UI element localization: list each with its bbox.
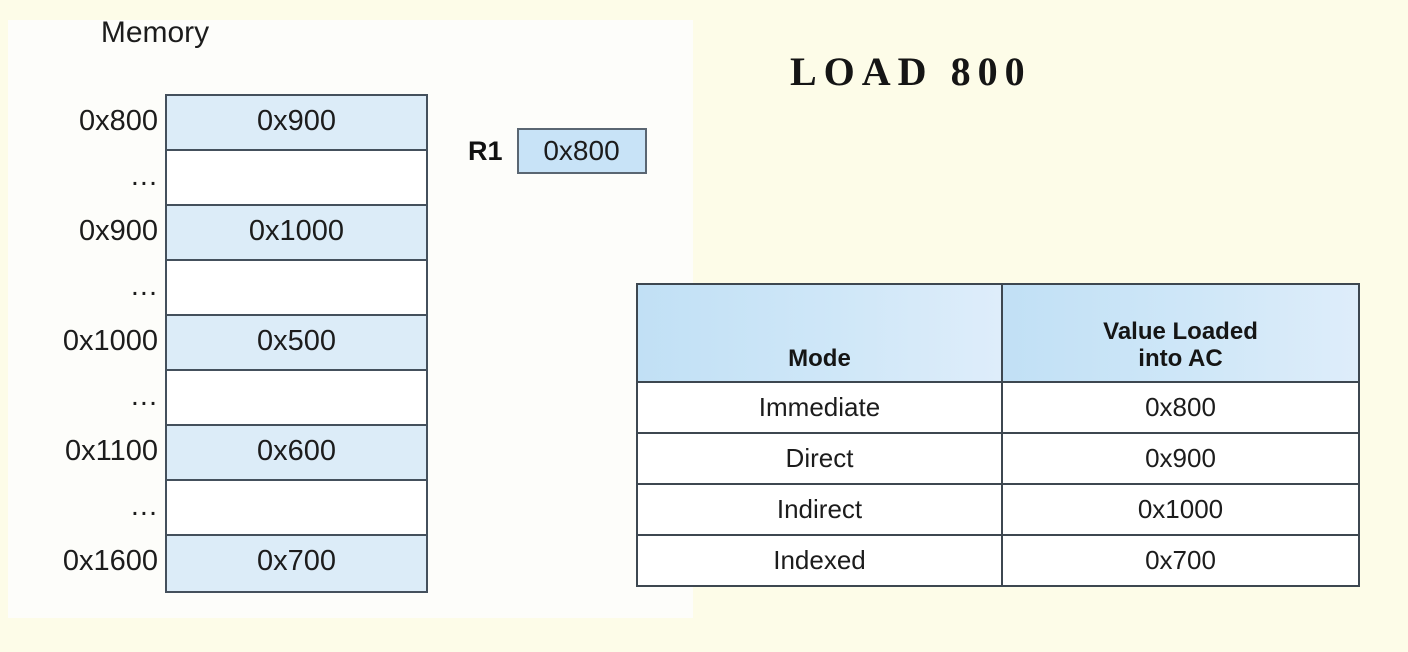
mode-value-cell: 0x900 xyxy=(1001,432,1360,485)
modes-table-head: Mode Value Loaded into AC xyxy=(636,283,1360,383)
memory-cell xyxy=(167,151,426,206)
mode-value-cell: 0x700 xyxy=(1001,534,1360,587)
memory-address-column: 0x800... 0x900... 0x1000... 0x1100... 0x1600 xyxy=(18,94,158,589)
memory-cell: 0x900 xyxy=(167,96,426,151)
memory-address-label: 0x1000 xyxy=(62,325,158,357)
modes-header-value-line1: Value Loaded xyxy=(1103,318,1258,346)
modes-table-header-row: Mode Value Loaded into AC xyxy=(636,283,1360,383)
memory-address-label: 0x1600 xyxy=(62,545,158,577)
modes-header-value-line2: into AC xyxy=(1138,345,1223,373)
mode-name-cell: Direct xyxy=(636,432,1003,485)
instruction-heading: LOAD 800 xyxy=(790,49,1032,94)
mode-name-cell: Indexed xyxy=(636,534,1003,587)
memory-cell: 0x1000 xyxy=(167,206,426,261)
memory-address-ellipsis: ... xyxy=(130,380,158,412)
memory-address-ellipsis: ... xyxy=(130,160,158,192)
memory-cell xyxy=(167,371,426,426)
register-label: R1 xyxy=(468,135,503,166)
memory-cells-table: 0x900 0x1000 0x500 0x600 0x700 xyxy=(165,94,428,593)
mode-name-cell: Immediate xyxy=(636,381,1003,434)
register-r1: R1 0x800 xyxy=(468,128,647,174)
register-value-box: 0x800 xyxy=(516,128,647,174)
mode-value-cell: 0x800 xyxy=(1001,381,1360,434)
mode-value-cell: 0x1000 xyxy=(1001,483,1360,536)
memory-title: Memory xyxy=(100,16,210,49)
memory-address-ellipsis: ... xyxy=(130,490,158,522)
memory-cell: 0x700 xyxy=(167,536,426,591)
memory-cell: 0x500 xyxy=(167,316,426,371)
modes-header-value: Value Loaded into AC xyxy=(1001,283,1360,383)
memory-address-label: 0x900 xyxy=(78,215,158,247)
modes-header-mode: Mode xyxy=(636,283,1003,383)
mode-name-cell: Indirect xyxy=(636,483,1003,536)
memory-address-ellipsis: ... xyxy=(130,270,158,302)
memory-cell xyxy=(167,481,426,536)
memory-cell: 0x600 xyxy=(167,426,426,481)
memory-address-label: 0x1100 xyxy=(65,435,158,467)
memory-cell xyxy=(167,261,426,316)
memory-address-label: 0x800 xyxy=(78,105,158,137)
